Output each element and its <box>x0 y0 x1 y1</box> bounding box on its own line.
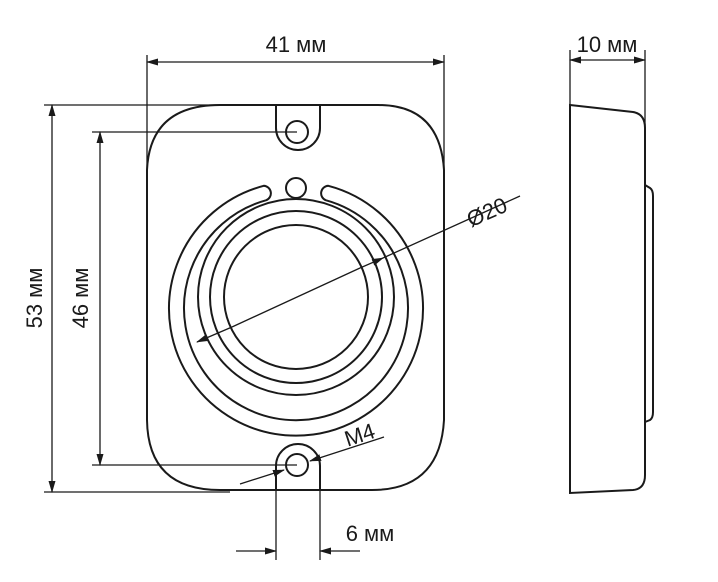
center-button <box>223 224 369 370</box>
dim-width-front: 41 мм <box>146 32 445 170</box>
side-view <box>569 103 654 495</box>
dim-inner-diameter-label: Ø20 <box>463 192 511 232</box>
inner-ring-inner <box>209 210 383 384</box>
front-view <box>146 104 445 491</box>
dim-slot-width: 6 мм <box>236 490 394 560</box>
outer-groove <box>168 184 424 437</box>
dim-height-total: 53 мм <box>22 104 300 493</box>
top-mount-slot <box>275 105 321 151</box>
dim-hole-spacing-label: 46 мм <box>68 268 93 329</box>
dim-width-front-label: 41 мм <box>266 32 327 57</box>
dim-screw-thread-label: M4 <box>341 418 378 451</box>
indicator-hole <box>285 177 307 199</box>
bottom-mount-slot <box>275 443 321 490</box>
dim-slot-width-label: 6 мм <box>346 521 395 546</box>
dim-height-total-label: 53 мм <box>22 268 47 329</box>
inner-ring-outer <box>197 198 395 396</box>
side-button-protrusion <box>644 184 654 423</box>
side-body <box>569 103 646 495</box>
plate-outline <box>146 104 445 491</box>
dim-depth-side: 10 мм <box>569 32 646 128</box>
dim-screw-thread: M4 <box>239 418 385 485</box>
dim-depth-side-label: 10 мм <box>577 32 638 57</box>
dim-hole-spacing: 46 мм <box>68 131 297 466</box>
